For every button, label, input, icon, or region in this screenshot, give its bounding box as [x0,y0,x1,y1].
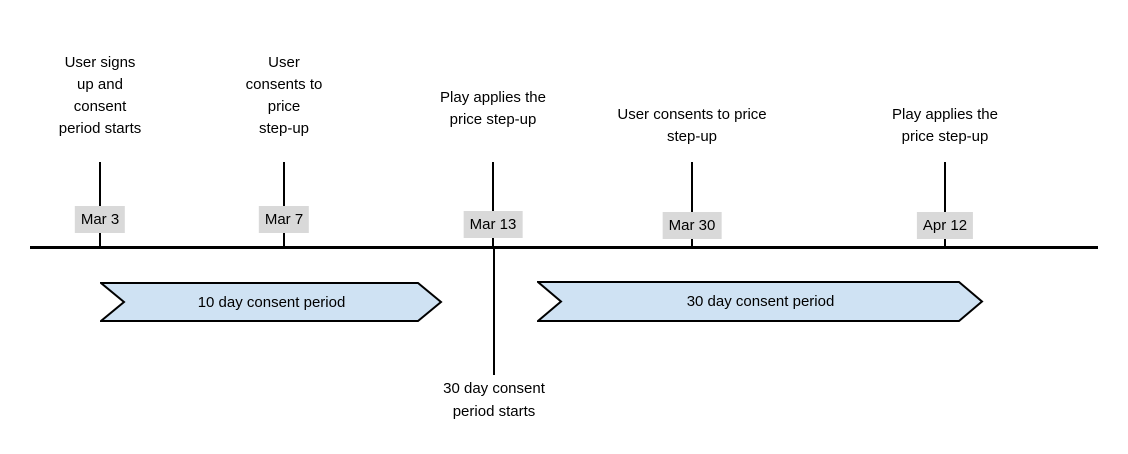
period-label: 30 day consent period [686,293,835,310]
period-banner-10-day: 10 day consent period [100,282,443,322]
event-tick [944,162,946,248]
event-title: User signs up and consent period starts [58,54,142,137]
annotation-connector-line [493,248,495,375]
chevron-arrow-shape [537,281,984,322]
annotation-30-day-consent-starts: 30 day consent period starts [443,380,545,420]
event-title: User consents to price step-up [617,106,767,145]
event-title: Play applies the price step-up [892,106,998,145]
chevron-arrow-polygon [100,282,443,322]
event-title: Play applies the price step-up [440,89,546,128]
chevron-arrow-polygon [537,281,984,322]
event-date-badge: Mar 7 [258,206,310,233]
event-date-badge: Mar 30 [662,212,722,239]
event-tick [492,162,494,248]
event-date-badge: Apr 12 [916,212,974,239]
timeline-axis [30,246,1098,249]
event-tick [283,162,285,248]
event-tick [99,162,101,248]
period-label: 10 day consent period [197,293,346,311]
chevron-arrow-shape [100,282,443,322]
event-date-badge: Mar 3 [74,206,126,233]
event-date-badge: Mar 13 [463,211,523,238]
event-tick [691,162,693,248]
period-banner-30-day: 30 day consent period [537,281,984,322]
event-title: User consents to price step-up [245,54,323,137]
